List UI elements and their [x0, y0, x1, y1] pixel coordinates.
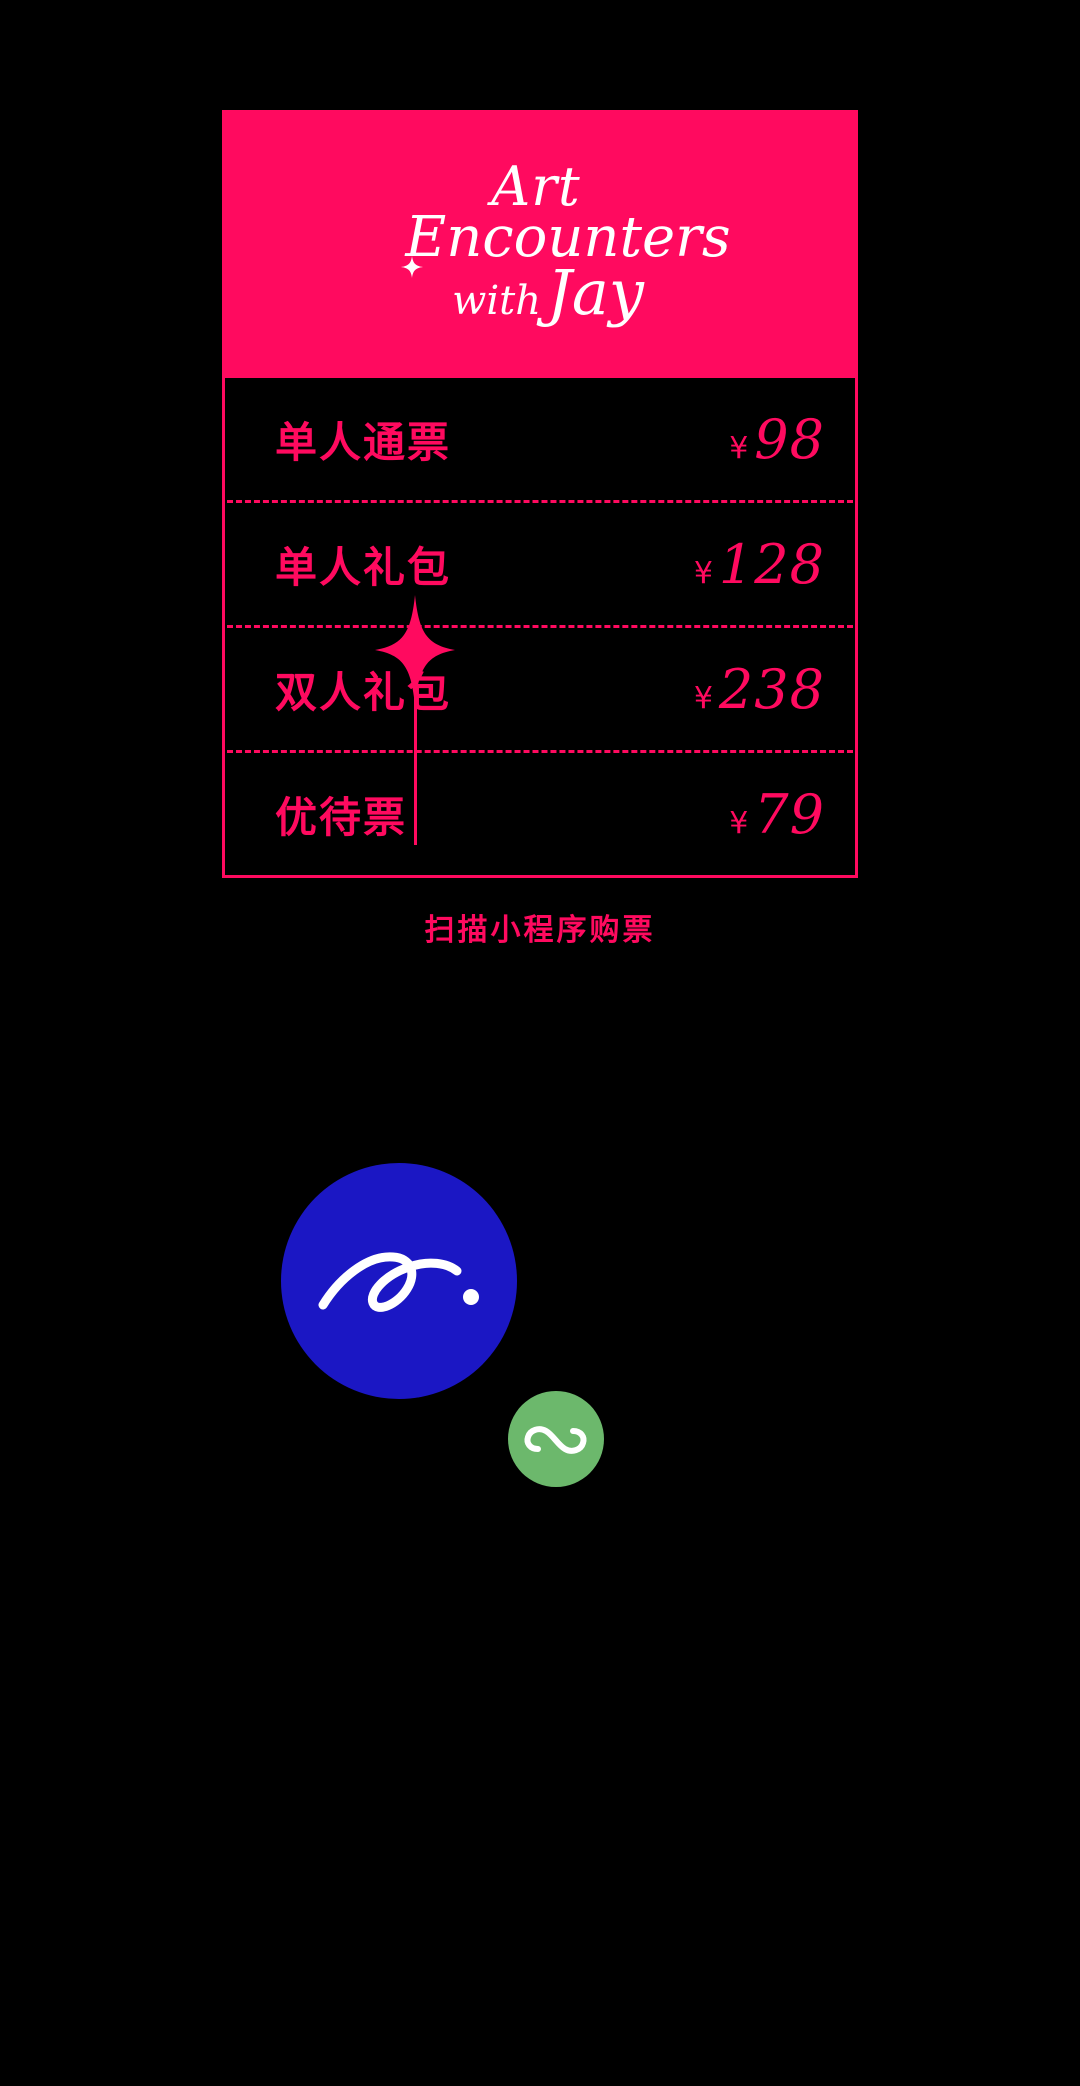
logotype-line-encounters: Encounters — [405, 205, 731, 271]
currency-symbol: ¥ — [729, 805, 749, 841]
logotype-line-with-jay: withJay — [385, 255, 710, 324]
row-divider — [227, 750, 853, 753]
ticket-price-card: Art Encounters withJay 单人通票 ¥ 98 单人礼包 ¥ … — [222, 110, 858, 878]
ticket-rows: 单人通票 ¥ 98 单人礼包 ¥ 128 双人礼包 ¥ 238 优待票 — [225, 378, 855, 875]
logotype-with: with — [452, 277, 541, 324]
scan-instruction-text: 扫描小程序购票 — [424, 913, 656, 948]
logotype-line-art: Art — [491, 155, 581, 219]
ticket-card-header: Art Encounters withJay — [225, 113, 855, 378]
four-point-sparkle-icon — [375, 595, 455, 705]
price-amount: 128 — [718, 532, 825, 596]
currency-symbol: ¥ — [729, 430, 749, 466]
ticket-price: ¥ 98 — [729, 408, 825, 471]
price-amount: 238 — [718, 657, 825, 721]
ticket-row[interactable]: 单人通票 ¥ 98 — [225, 378, 855, 500]
ticket-name: 单人礼包 — [275, 542, 452, 592]
wechat-mini-program-badge[interactable] — [508, 1391, 604, 1487]
ticket-row[interactable]: 优待票 ¥ 79 — [225, 753, 855, 875]
sparkle-stem-line — [414, 655, 417, 845]
sparkle-pointer — [365, 595, 465, 845]
brand-script-mark-icon — [318, 1252, 479, 1312]
ticket-name: 优待票 — [275, 792, 408, 842]
mini-program-icon — [524, 1426, 587, 1454]
logotype-jay: Jay — [547, 255, 644, 329]
currency-symbol: ¥ — [693, 680, 713, 716]
sparkle-icon — [401, 255, 424, 278]
ticket-row[interactable]: 双人礼包 ¥ 238 — [225, 628, 855, 750]
ticket-name: 单人通票 — [275, 417, 452, 467]
brand-avatar-circle[interactable] — [281, 1163, 517, 1399]
ticket-price: ¥ 238 — [694, 658, 825, 721]
currency-symbol: ¥ — [693, 555, 713, 591]
ticket-price: ¥ 128 — [694, 533, 825, 596]
ticket-row[interactable]: 单人礼包 ¥ 128 — [225, 503, 855, 625]
price-amount: 79 — [754, 782, 825, 846]
row-divider — [227, 500, 853, 503]
brand-logotype: Art Encounters withJay — [401, 160, 734, 323]
price-amount: 98 — [754, 407, 825, 471]
ticket-price: ¥ 79 — [729, 783, 825, 846]
row-divider — [227, 625, 853, 628]
